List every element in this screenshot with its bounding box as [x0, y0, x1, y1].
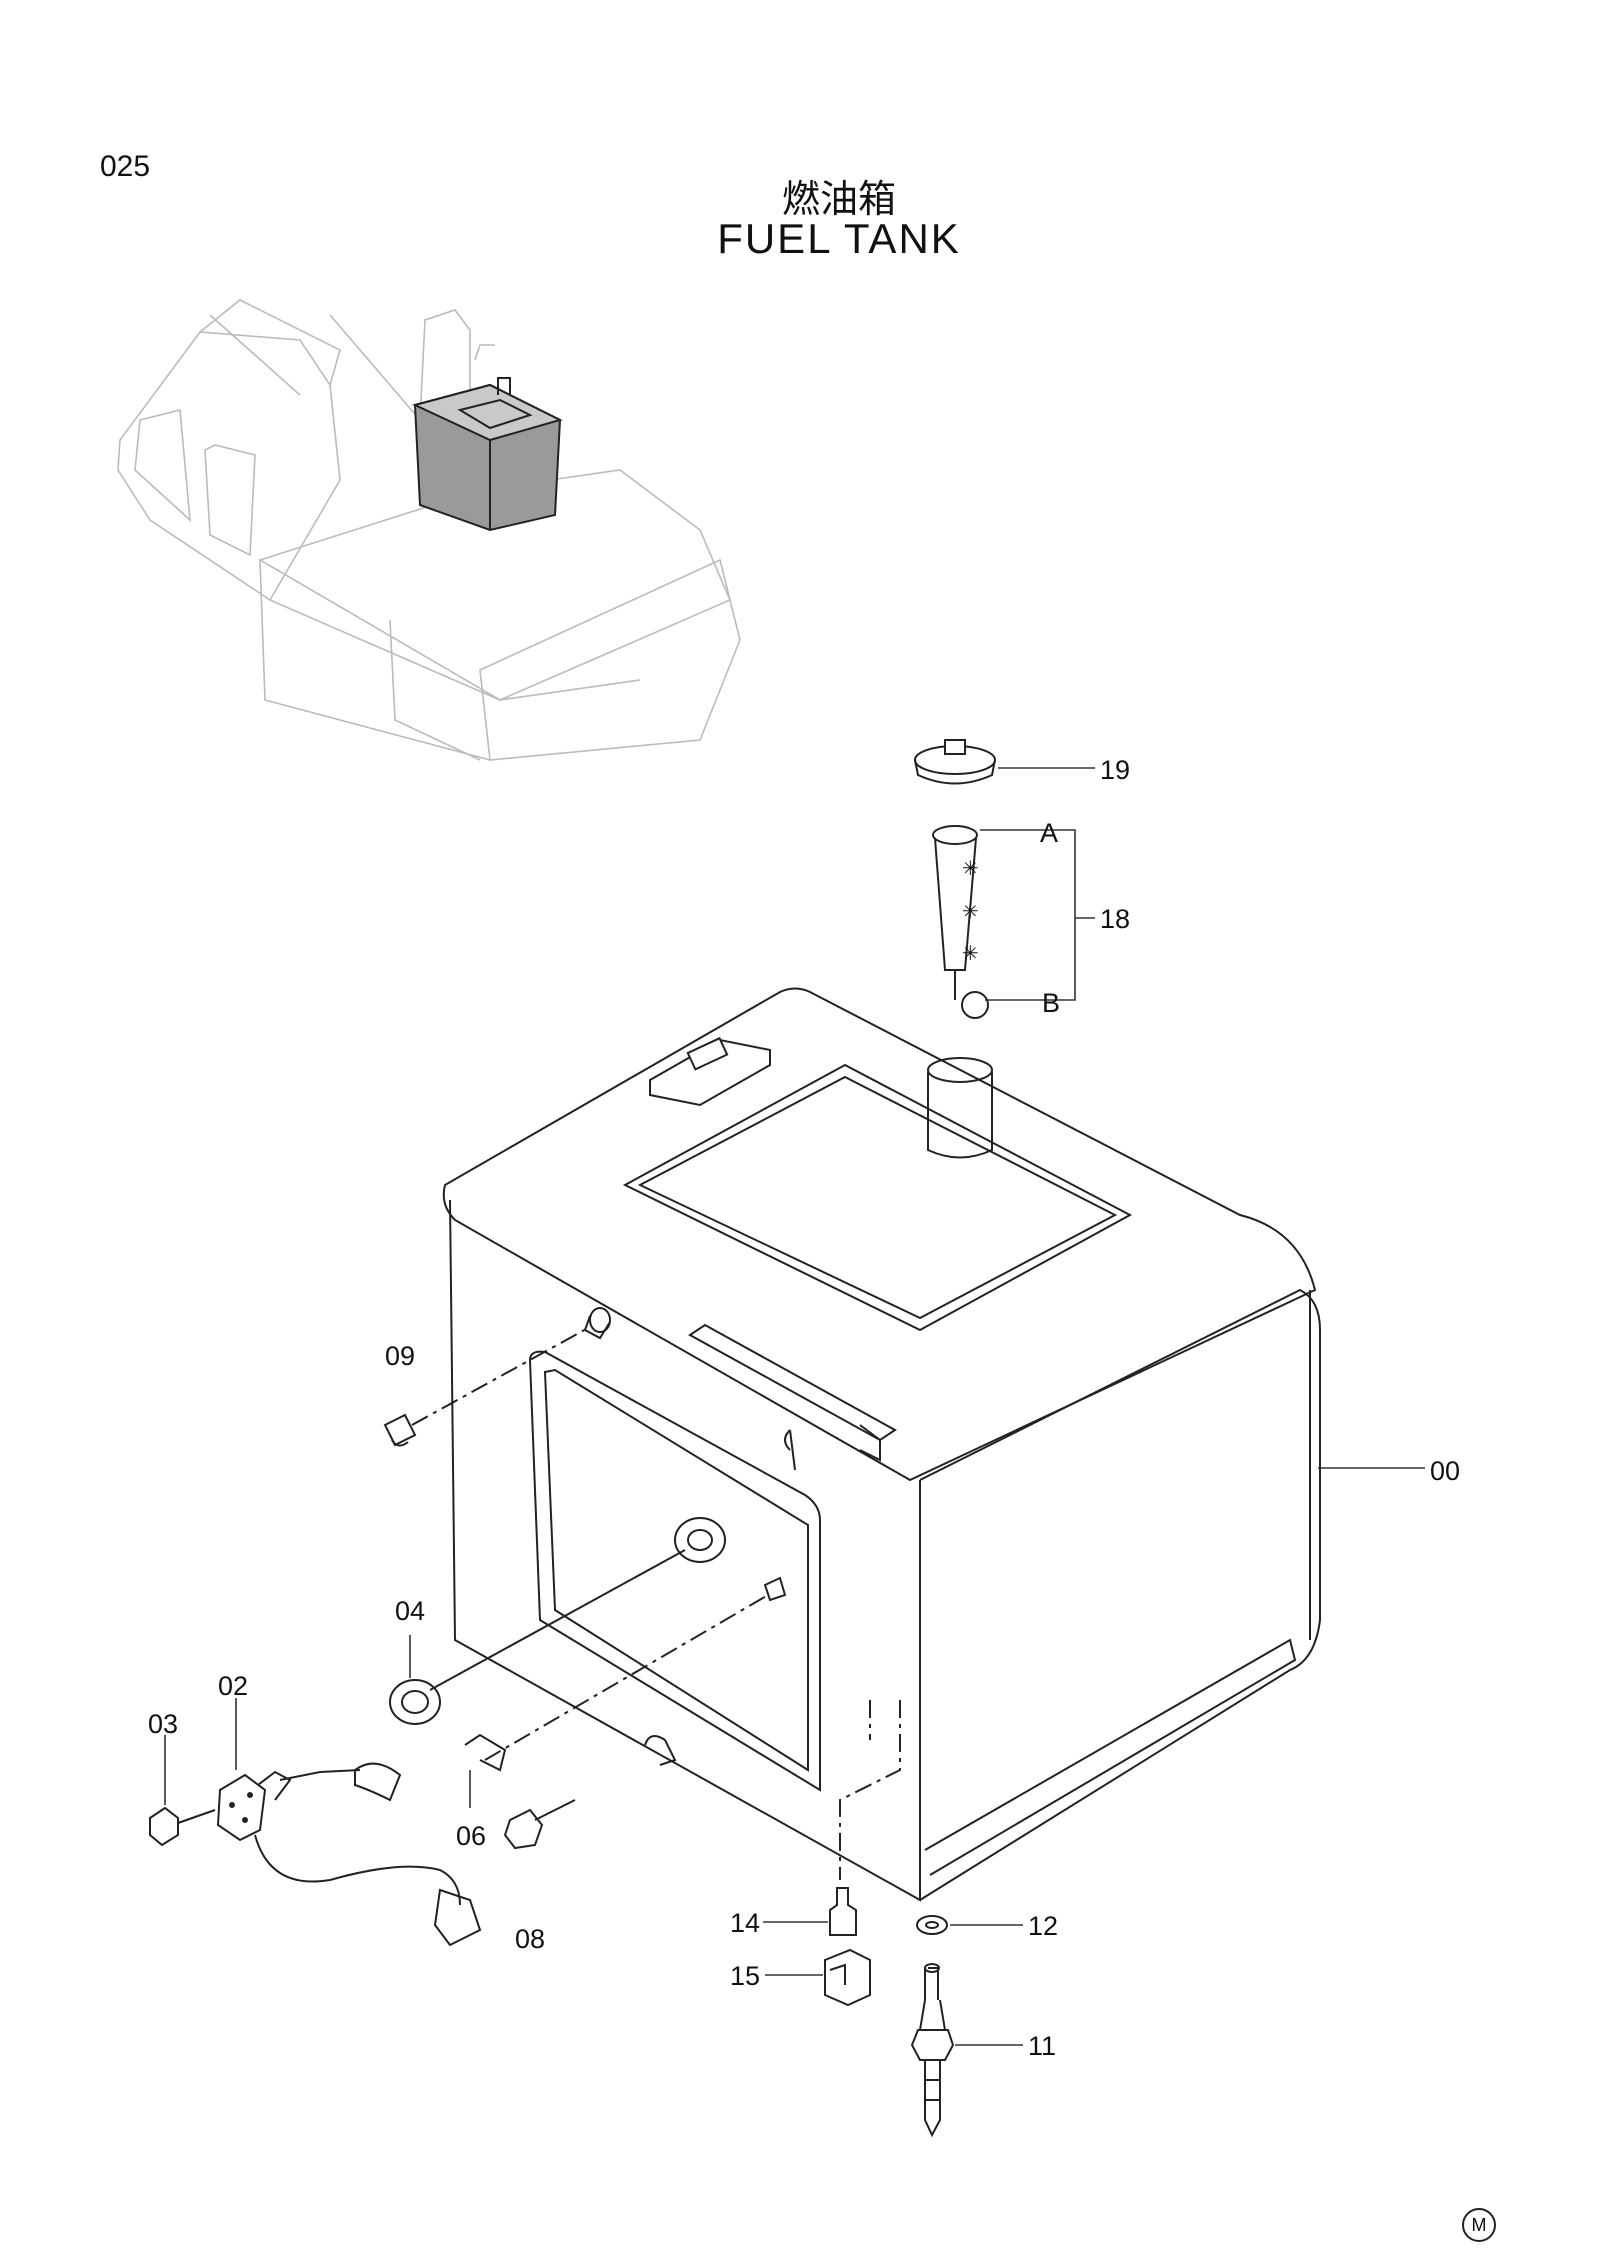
callout-06: 06	[456, 1821, 486, 1851]
callout-12: 12	[1028, 1911, 1058, 1941]
title-english: FUEL TANK	[717, 215, 961, 262]
callout-03: 03	[148, 1709, 178, 1739]
title-chinese: 燃油箱	[781, 177, 896, 221]
filler-cap	[914, 739, 996, 785]
callout-11: 11	[1028, 2031, 1056, 2061]
washer	[916, 1915, 948, 1935]
drain-fitting	[829, 1887, 857, 1936]
clip	[464, 1576, 787, 1772]
svg-text:✳: ✳	[962, 943, 979, 965]
callout-14: 14	[730, 1908, 760, 1938]
drain-valve	[910, 1963, 955, 2138]
svg-text:✳: ✳	[962, 858, 979, 880]
callout-19: 19	[1100, 755, 1130, 785]
excavator-inset	[117, 299, 741, 761]
callout-a: A	[1040, 818, 1058, 848]
plug	[383, 1307, 611, 1447]
fuel-sender	[216, 1762, 482, 1947]
drain-cock	[824, 1948, 871, 2007]
gasket	[389, 1517, 726, 1725]
callout-02: 02	[218, 1671, 248, 1701]
callout-b: B	[1042, 988, 1060, 1018]
callout-08: 08	[515, 1924, 545, 1954]
m-mark: M	[1462, 2208, 1496, 2242]
callout-18: 18	[1100, 904, 1130, 934]
screw	[149, 1806, 216, 1847]
callout-04: 04	[395, 1596, 425, 1626]
callout-09: 09	[385, 1341, 415, 1371]
page-number: 025	[100, 150, 151, 183]
callout-15: 15	[730, 1961, 760, 1991]
strainer: ✳ ✳ ✳	[932, 825, 989, 1019]
bolt	[503, 1799, 576, 1850]
svg-text:✳: ✳	[962, 901, 979, 923]
callout-00: 00	[1430, 1456, 1460, 1486]
fuel-tank-body	[442, 987, 1321, 1902]
